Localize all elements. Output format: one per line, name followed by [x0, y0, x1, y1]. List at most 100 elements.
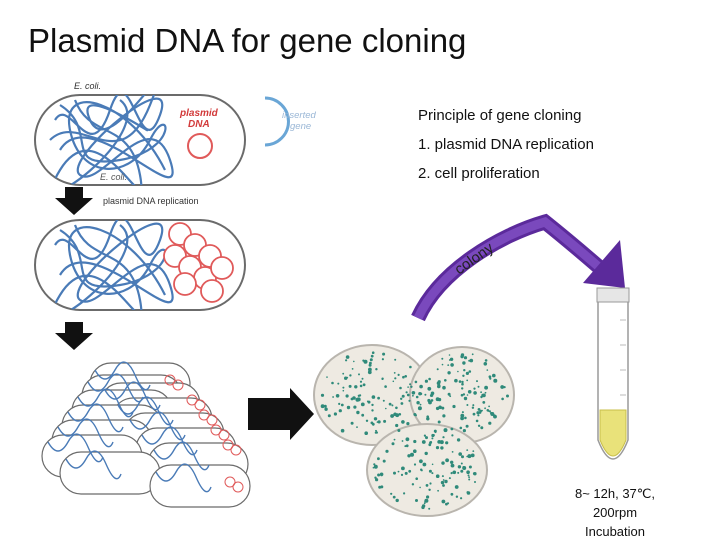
- colony-dot: [425, 484, 429, 487]
- ecoli-cell-top: [34, 94, 290, 186]
- colony-dot: [368, 367, 372, 372]
- colony-dot: [457, 370, 459, 373]
- colony-dot: [457, 465, 462, 469]
- colony-dot: [424, 379, 428, 383]
- colony-dot: [361, 377, 364, 380]
- colony-dot: [462, 393, 466, 396]
- colony-dot: [426, 415, 430, 419]
- colony-dot: [432, 434, 435, 437]
- colony-dot: [377, 473, 381, 477]
- colony-dot: [428, 507, 431, 510]
- colony-dot: [419, 392, 423, 396]
- colony-dot: [466, 491, 471, 495]
- colony-dot: [462, 361, 466, 365]
- proliferated-plasmids: [164, 374, 244, 493]
- colony-dot: [461, 455, 464, 459]
- colony-dot: [442, 484, 445, 487]
- colony-dot: [351, 368, 354, 370]
- colony-dot: [468, 478, 471, 481]
- colony-dot: [413, 463, 417, 466]
- colony-dot: [462, 374, 465, 377]
- colony-dot: [506, 394, 509, 398]
- colony-dot: [473, 391, 477, 395]
- colony-dot: [482, 393, 486, 398]
- colony-dot: [405, 444, 409, 448]
- colony-dot: [468, 465, 472, 469]
- colony-dot: [353, 405, 357, 409]
- colony-dot: [452, 470, 457, 475]
- colony-dot: [369, 361, 372, 365]
- colony-dot: [345, 394, 349, 398]
- colony-dot: [466, 379, 469, 382]
- colony-dot: [326, 376, 328, 378]
- colony-dot: [460, 462, 463, 465]
- colony-dot: [468, 370, 472, 373]
- slide-title: Plasmid DNA for gene cloning: [28, 22, 467, 59]
- colony-dot: [445, 458, 449, 463]
- colony-dot: [407, 386, 409, 388]
- colony-dot: [370, 421, 374, 425]
- colony-dot: [354, 385, 358, 389]
- colony-dot: [424, 451, 428, 456]
- colony-dot: [361, 413, 365, 417]
- colony-dot: [425, 436, 428, 440]
- colony-dot: [345, 359, 348, 362]
- colony-dot: [459, 426, 463, 430]
- colony-dot: [461, 380, 464, 384]
- colony-dot: [346, 405, 351, 410]
- colony-dot: [342, 389, 345, 392]
- colony-dot: [393, 471, 396, 475]
- colony-dot: [480, 391, 482, 394]
- colony-dot: [470, 453, 475, 458]
- colony-dot: [406, 393, 410, 397]
- plasmid-circle: [187, 133, 213, 159]
- colony-dot: [450, 463, 455, 468]
- colony-dot: [349, 374, 352, 377]
- colony-dot: [441, 406, 445, 410]
- colony-dot: [460, 497, 463, 500]
- colony-dot: [335, 394, 340, 398]
- colony-dot: [419, 403, 422, 406]
- colony-dot: [437, 489, 439, 492]
- principle-heading: Principle of gene cloning: [418, 107, 582, 124]
- colony-dot: [467, 474, 470, 477]
- colony-dot: [435, 446, 440, 450]
- colony-dot: [450, 472, 453, 475]
- colony-dot: [367, 370, 372, 375]
- colony-dot: [442, 479, 445, 481]
- colony-dot: [320, 404, 325, 409]
- colony-dot: [463, 396, 468, 401]
- colony-dot: [397, 470, 400, 473]
- colony-dot: [466, 449, 469, 451]
- colony-dot: [412, 394, 414, 397]
- colony-dot: [365, 419, 369, 422]
- colony-dot: [503, 386, 506, 389]
- ecoli-bottom-label: E. coli.: [100, 172, 127, 182]
- colony-dot: [454, 485, 459, 489]
- colony-dot: [417, 406, 422, 411]
- colony-dot: [375, 478, 379, 482]
- plasmid-label-1: plasmid: [179, 108, 219, 119]
- colony-dot: [450, 427, 454, 431]
- colony-dot: [379, 472, 384, 477]
- colony-dot: [442, 385, 446, 390]
- colony-dot: [397, 373, 400, 376]
- colony-dot: [457, 471, 460, 474]
- colony-dot: [488, 405, 490, 408]
- colony-dot: [461, 387, 464, 390]
- colony-dot: [460, 353, 465, 357]
- colony-dot: [430, 391, 435, 396]
- colony-dot: [430, 399, 434, 402]
- colony-dot: [411, 483, 415, 486]
- colony-dot: [399, 386, 402, 390]
- colony-dot: [466, 470, 470, 475]
- colony-dot: [323, 404, 327, 408]
- principle-step-1: 1. plasmid DNA replication: [418, 136, 594, 153]
- replicated-plasmids: [163, 222, 234, 303]
- colony-dot: [356, 397, 361, 402]
- colony-dot: [359, 380, 363, 383]
- colony-dot: [324, 407, 328, 411]
- colony-dot: [420, 469, 423, 472]
- colony-dot: [391, 442, 395, 446]
- principle-step-2: 2. cell proliferation: [418, 165, 540, 182]
